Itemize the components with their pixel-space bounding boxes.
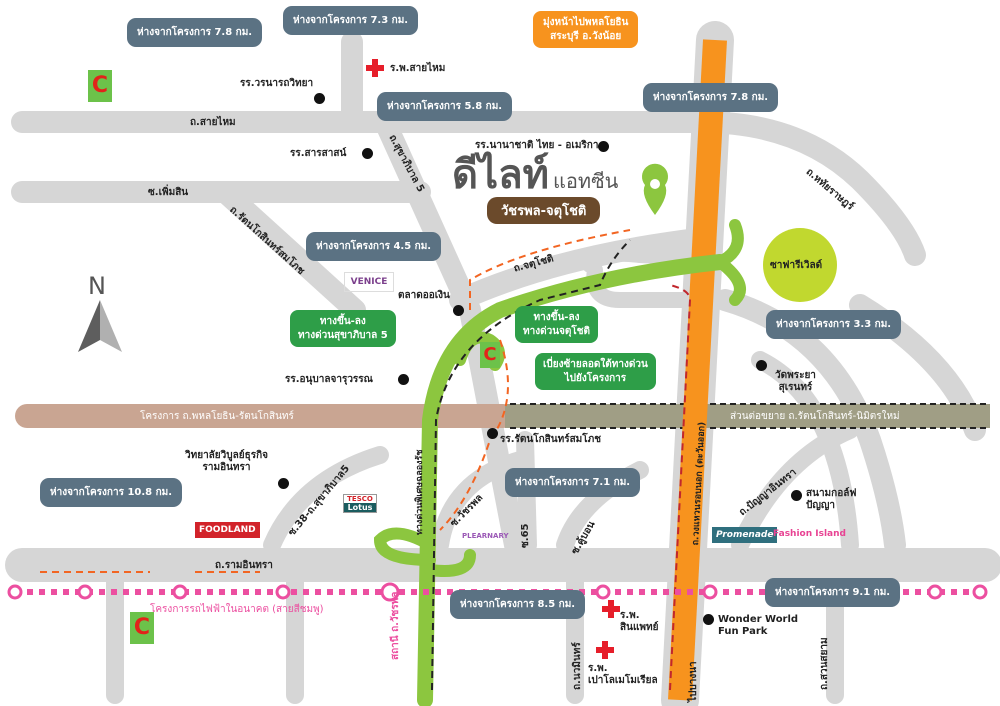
place-dot [487, 428, 498, 439]
place-label: รร.วรนารถวิทยา [240, 78, 314, 89]
road-label: ถ.นวมินทร์ [572, 642, 583, 690]
callout-line: มุ่งหน้าไปพหลโยธิน [543, 17, 629, 28]
place-label-line: ปัญญา [806, 500, 836, 511]
road-label: ถ.รามอินทรา [215, 560, 273, 571]
distance-callout: ห่างจากโครงการ 7.8 กม. [643, 83, 779, 112]
place-label: รร.อนุบาลจารุวรรณ [285, 374, 373, 385]
place-label: รร.รัตนโกสินทร์สมโภช [500, 434, 602, 445]
fashion-island-logo: Fashion Island [773, 529, 846, 539]
hospital-icon [366, 59, 384, 77]
brand-logo: ดีไลท์แอทซีน [452, 155, 618, 195]
plearnary-logo: PLEARNARY [462, 532, 509, 540]
callout-line: ทางขึ้น-ลง [319, 316, 366, 327]
callout-line: ทางขึ้น-ลง [533, 312, 580, 323]
distance-callout: ห่างจากโครงการ 7.8 กม. [127, 18, 263, 47]
place-dot [703, 614, 714, 625]
compass-arrow-right [100, 300, 122, 352]
extension-band [505, 404, 990, 428]
distance-callout: ห่างจากโครงการ 4.5 กม. [306, 232, 442, 261]
hospital-icon [596, 641, 614, 659]
place-dot [756, 360, 767, 371]
distance-callout: ห่างจากโครงการ 7.3 กม. [283, 6, 419, 35]
bigc-logo: C [480, 342, 500, 368]
place-label: ตลาดออเงิน [398, 290, 450, 301]
bigc-logo: C [88, 70, 112, 102]
station-label: สถานี ถ.วัชรพล [390, 591, 401, 660]
compass-arrow-left [78, 300, 100, 352]
place-dot [398, 374, 409, 385]
place-label: วัดพระยาสุเรนทร์ [775, 370, 816, 394]
road-label: ทางด่วนพิเศษฉลองรัช [415, 449, 425, 535]
place-label-line: รามอินทรา [202, 462, 251, 473]
callout-line: ไปยังโครงการ [564, 372, 627, 384]
road-label: ซ.เพิ่มสิน [148, 187, 189, 198]
expressway-callout: ทางขึ้น-ลงทางด่วนจตุโชติ [515, 306, 599, 343]
direction-callout: มุ่งหน้าไปพหลโยธินสระบุรี อ.วังน้อย [533, 11, 639, 48]
location-pin-icon [642, 163, 668, 215]
place-dot [791, 490, 802, 501]
callout-line: เบี่ยงซ้ายลอดใต้ทางด่วน [543, 359, 648, 370]
distance-callout: ห่างจากโครงการ 10.8 กม. [40, 478, 183, 507]
lotus-text: Lotus [344, 503, 376, 512]
expressway-callout: ทางขึ้น-ลงทางด่วนสุขาภิบาล 5 [290, 310, 396, 347]
foodland-logo: FOODLAND [195, 522, 260, 538]
distance-callout: ห่างจากโครงการ 9.1 กม. [765, 578, 901, 607]
expressway [373, 219, 746, 706]
place-label-line: เปาโลเมโมเรียล [588, 675, 658, 686]
callout-line: ทางด่วนจตุโชติ [523, 325, 591, 337]
venice-logo: VENICE [344, 272, 394, 292]
place-label-line: ร.พ. [620, 610, 640, 621]
place-label-line: สนามกอล์ฟ [806, 488, 857, 499]
place-label: รร.นานาชาติ ไทย - อเมริกา [475, 140, 599, 151]
rail-label: โครงการรถไฟฟ้าในอนาคต (สายสีชมพู) [150, 604, 324, 615]
place-label-line: วิทยาลัยวิบูลย์ธุรกิจ [185, 450, 269, 461]
bigc-logo: C [130, 612, 154, 644]
place-label: ร.พ.เปาโลเมโมเรียล [588, 663, 658, 687]
hospital-icon [602, 600, 620, 618]
place-label: สนามกอล์ฟปัญญา [806, 488, 856, 512]
safari-world-marker [763, 228, 837, 302]
place-label-line: ร.พ. [588, 663, 608, 674]
distance-callout: ห่างจากโครงการ 7.1 กม. [505, 468, 641, 497]
place-label: ร.พ.สินแพทย์ [620, 610, 658, 634]
compass-north-label: N [88, 272, 106, 300]
place-label: ซาฟารีเวิลด์ [770, 260, 823, 271]
place-label: วิทยาลัยวิบูลย์ธุรกิจรามอินทรา [185, 450, 268, 474]
place-dot [362, 148, 373, 159]
place-label: รร.สารสาสน์ [290, 148, 347, 159]
callout-line: สระบุรี อ.วังน้อย [550, 30, 622, 42]
place-dot [453, 305, 464, 316]
road-label: ไปบางนา [688, 661, 699, 702]
brand-suffix: แอทซีน [552, 169, 619, 193]
route-callout: เบี่ยงซ้ายลอดใต้ทางด่วนไปยังโครงการ [535, 353, 656, 390]
place-label-line: สินแพทย์ [620, 622, 659, 633]
promenade-logo: Promenade [712, 527, 778, 543]
road-label: ถ.สวนสยาม [819, 637, 830, 690]
distance-callout: ห่างจากโครงการ 5.8 กม. [377, 92, 513, 121]
ring-road [668, 39, 727, 701]
place-label-line: Wonder World [718, 614, 799, 625]
callout-line: ทางด่วนสุขาภิบาล 5 [298, 329, 388, 341]
place-label-line: สุเรนทร์ [778, 382, 813, 393]
place-label-line: วัดพระยา [775, 370, 816, 381]
place-dot [278, 478, 289, 489]
place-label: ร.พ.สายไหม [390, 63, 446, 74]
distance-callout: ห่างจากโครงการ 3.3 กม. [766, 310, 902, 339]
place-dot [598, 141, 609, 152]
place-label-line: Fun Park [718, 626, 768, 637]
brand-name: ดีไลท์ [452, 152, 549, 198]
brand-location: วัชรพล-จตุโชติ [487, 197, 601, 224]
distance-callout: ห่างจากโครงการ 8.5 กม. [450, 590, 586, 619]
place-dot [314, 93, 325, 104]
band-label: ส่วนต่อขยาย ถ.รัตนโกสินทร์-นิมิตรใหม่ [730, 411, 900, 422]
tesco-text: TESCO [347, 495, 373, 503]
road-label: ซ.65 [520, 523, 531, 548]
band-label: โครงการ ถ.พหลโยธิน-รัตนโกสินทร์ [140, 411, 294, 422]
phahon-rattanakosin-band [15, 404, 515, 428]
road-label: ถ.สายไหม [190, 117, 236, 128]
